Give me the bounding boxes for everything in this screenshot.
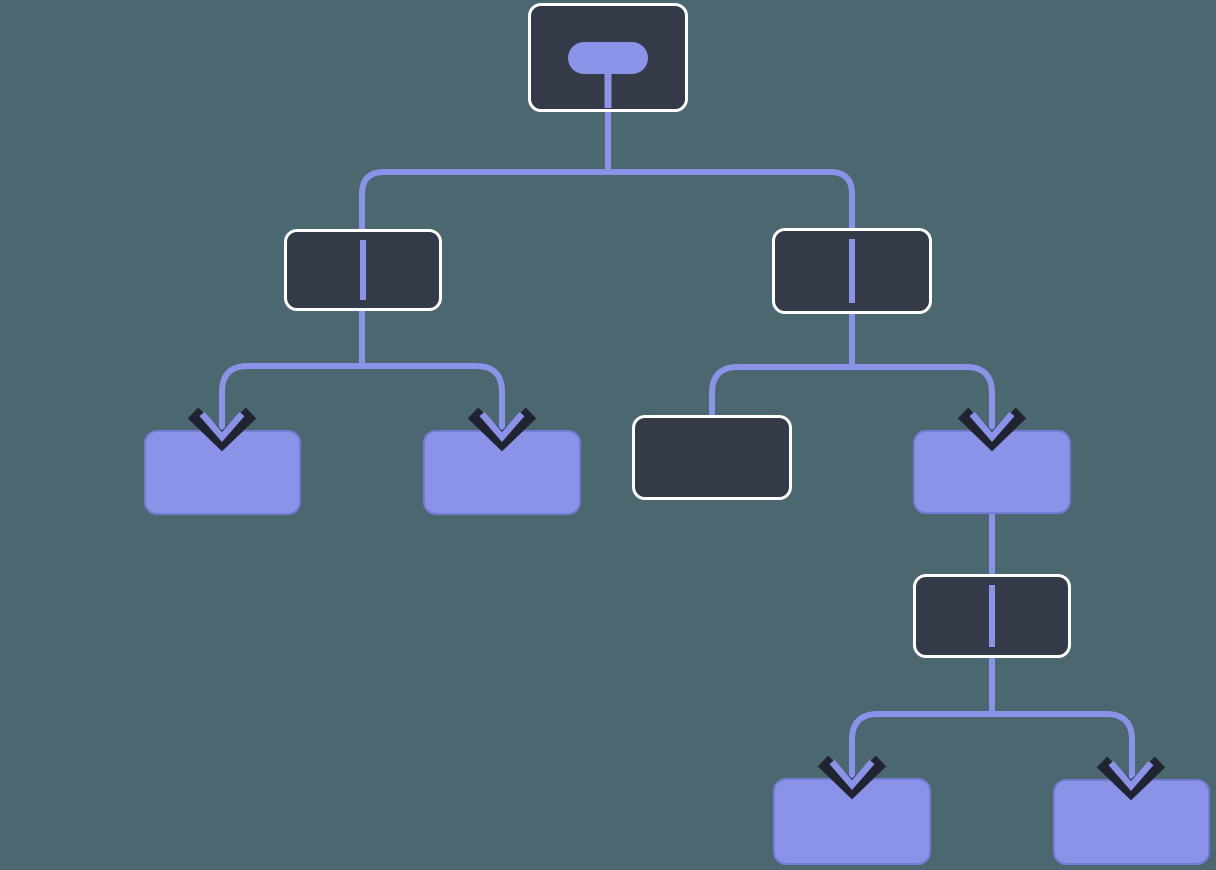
tree-node-subtree-plain[interactable]: [632, 415, 792, 500]
tree-node-leaf-left-1[interactable]: [144, 430, 301, 515]
tree-node-leaf-bottom-2[interactable]: [1053, 779, 1210, 865]
tree-node-branch-bottom[interactable]: [913, 574, 1071, 658]
vertical-bar-icon: [989, 585, 995, 647]
tree-node-leaf-right[interactable]: [913, 430, 1071, 514]
tree-node-branch-right[interactable]: [772, 228, 932, 314]
root-pill-stem-icon: [604, 72, 612, 108]
tree-node-leaf-bottom-1[interactable]: [773, 778, 931, 865]
vertical-bar-icon: [360, 240, 366, 300]
vertical-bar-icon: [849, 239, 855, 303]
tree-node-branch-left[interactable]: [284, 229, 442, 311]
root-pill-icon: [568, 42, 648, 74]
tree-node-leaf-left-2[interactable]: [423, 430, 581, 515]
tree-node-root[interactable]: [528, 3, 688, 112]
